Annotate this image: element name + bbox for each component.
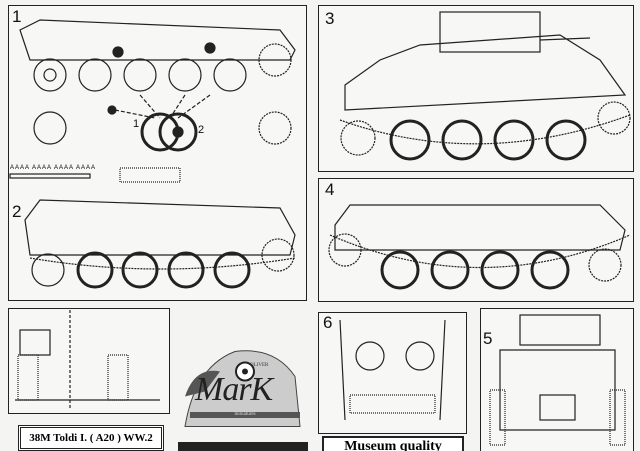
step-number-6: 6 (323, 313, 333, 332)
panel-front-rear-view (8, 308, 170, 414)
museum-quality-label: Museum quality (322, 436, 464, 451)
panel-step-4 (318, 178, 634, 302)
panel-steps-1-2 (8, 5, 307, 301)
kit-title: 38M Toldi I. ( A20 ) WW.2 (18, 425, 164, 451)
panel-step-5 (480, 308, 634, 451)
logo-bar (178, 442, 308, 451)
brand-oliver: OLIVER (250, 363, 269, 368)
callout-2: 2 (198, 124, 205, 136)
brand-logo: MarK (195, 371, 273, 408)
step-number-1: 1 (12, 7, 22, 26)
callout-1: 1 (133, 118, 140, 130)
step-number-4: 4 (325, 180, 335, 199)
brand-subtitle: miniatures (190, 412, 300, 418)
step-number-2: 2 (12, 202, 22, 221)
eagle-head-logo-icon (184, 350, 301, 427)
step-number-5: 5 (483, 329, 493, 348)
step-number-3: 3 (325, 9, 335, 28)
part-strip-label: AAAA AAAA AAAA AAAA (10, 165, 97, 171)
